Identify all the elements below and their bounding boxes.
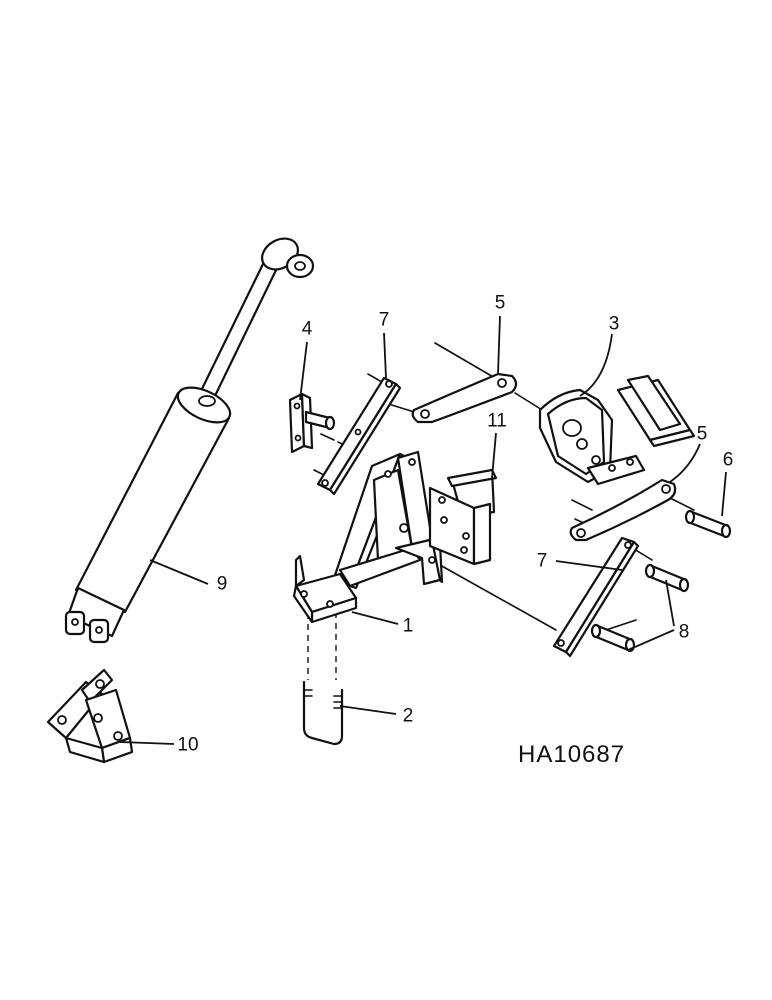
leader-lines xyxy=(119,315,727,745)
part-5-lower-lever xyxy=(569,478,677,542)
part-9-hydraulic-cylinder xyxy=(64,237,315,644)
part-3-pivot-bracket xyxy=(538,374,696,486)
callout-8: 8 xyxy=(679,622,690,643)
callout-3: 3 xyxy=(609,314,620,335)
callout-numbers: 1 2 3 4 5 5 6 7 7 8 9 10 11 xyxy=(177,293,733,756)
callout-7-lower: 7 xyxy=(537,551,548,572)
part-11-mounting-plate xyxy=(428,468,498,566)
part-6-pin xyxy=(684,509,732,539)
figure-id: HA10687 xyxy=(518,741,625,768)
callout-6: 6 xyxy=(723,450,734,471)
part-10-anchor-bracket xyxy=(46,668,134,764)
part-1-main-bracket xyxy=(292,450,444,624)
part-4-pin-plate xyxy=(288,392,336,454)
callout-2: 2 xyxy=(403,706,414,727)
callout-10: 10 xyxy=(177,735,198,756)
callout-1: 1 xyxy=(403,616,414,637)
callout-11: 11 xyxy=(487,411,507,432)
callout-9: 9 xyxy=(217,574,228,595)
part-7-upper-link xyxy=(316,376,402,496)
callout-5-upper: 5 xyxy=(495,293,506,314)
part-2-u-bolt xyxy=(302,680,344,746)
part-5-upper-lever xyxy=(411,372,518,424)
callout-7-upper: 7 xyxy=(379,310,390,331)
callout-4: 4 xyxy=(302,319,313,340)
callout-5-lower: 5 xyxy=(697,424,708,445)
